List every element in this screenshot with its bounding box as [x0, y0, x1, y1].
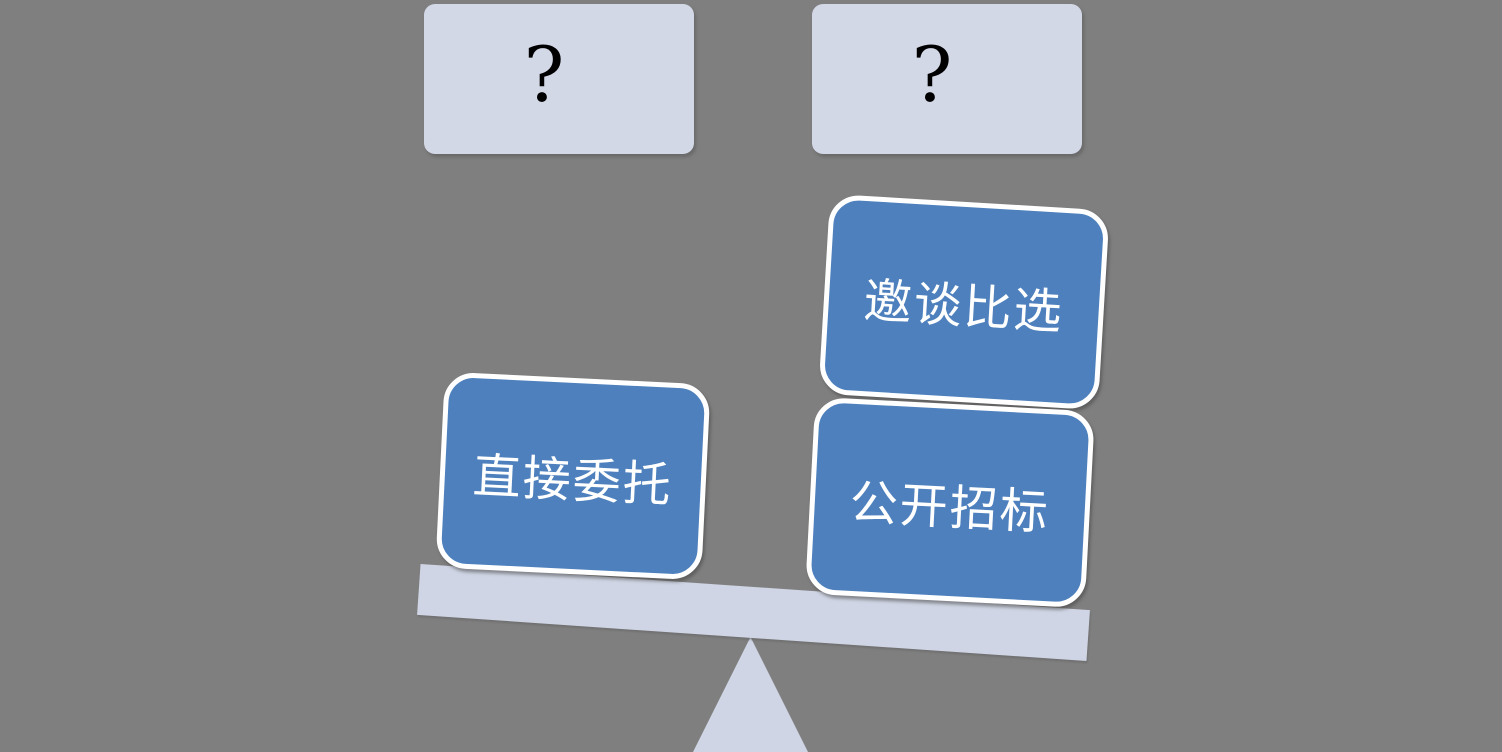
question-box-left: ?	[424, 4, 694, 154]
option-label: 直接委托	[471, 448, 675, 514]
option-box-direct-commission: 直接委托	[435, 371, 711, 581]
option-box-open-tender: 公开招标	[805, 396, 1095, 609]
option-label: 邀谈比选	[862, 273, 1066, 341]
question-box-right: ?	[812, 4, 1082, 154]
option-label: 公开招标	[848, 474, 1052, 541]
question-mark: ?	[911, 30, 953, 119]
fulcrum-triangle	[693, 637, 808, 752]
question-mark: ?	[523, 30, 565, 119]
option-box-invited-negotiation: 邀谈比选	[818, 193, 1110, 411]
